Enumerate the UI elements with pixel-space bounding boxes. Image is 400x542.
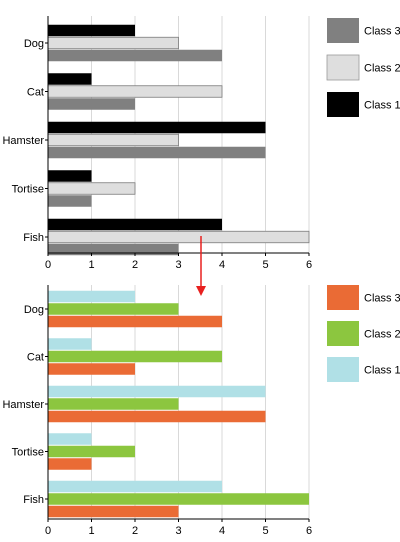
- legend-label-class-1: Class 1: [364, 100, 400, 112]
- category-label-hamster: Hamster: [2, 399, 44, 411]
- x-tick-label-1: 1: [88, 525, 94, 537]
- bar-hamster-class-1: [48, 121, 266, 134]
- legend-label-class-1: Class 1: [364, 365, 400, 377]
- bar-cat-class-3: [48, 98, 135, 110]
- category-label-cat: Cat: [27, 352, 44, 364]
- transition-arrow: [196, 236, 206, 296]
- bar-hamster-class-2: [48, 398, 179, 410]
- bar-cat-class-2: [48, 350, 222, 363]
- legend-swatch-class-3: [327, 18, 359, 43]
- legend-swatch-class-2: [326, 54, 360, 81]
- x-tick-label-6: 6: [306, 259, 312, 271]
- bar-cat-class-1: [48, 73, 92, 85]
- bar-fish-class-3: [48, 505, 179, 518]
- category-label-fish: Fish: [23, 232, 44, 244]
- bar-fish-class-1: [48, 218, 222, 231]
- x-tick-label-6: 6: [306, 525, 312, 537]
- bottom-legend: Class 3 Class 2 Class 1: [327, 285, 400, 382]
- bar-tortise-class-1: [48, 433, 92, 445]
- category-label-hamster: Hamster: [2, 135, 44, 147]
- x-tick-label-0: 0: [45, 259, 51, 271]
- x-tick-label-4: 4: [219, 525, 225, 537]
- x-tick-label-5: 5: [262, 525, 268, 537]
- x-tick-label-2: 2: [132, 525, 138, 537]
- bar-dog-class-1: [48, 24, 135, 37]
- bar-tortise-class-2: [47, 182, 136, 195]
- arrow-head: [196, 286, 206, 296]
- bar-tortise-class-3: [48, 195, 92, 207]
- x-tick-label-3: 3: [175, 259, 181, 271]
- bar-hamster-class-2: [47, 133, 179, 147]
- bar-dog-class-1: [48, 290, 135, 303]
- category-label-tortise: Tortise: [12, 184, 44, 196]
- x-tick-label-1: 1: [88, 259, 94, 271]
- x-tick-label-0: 0: [45, 525, 51, 537]
- category-label-dog: Dog: [24, 304, 44, 316]
- legend-swatch-class-1: [327, 357, 359, 382]
- bar-hamster-class-3: [48, 410, 266, 423]
- category-label-fish: Fish: [23, 494, 44, 506]
- x-tick-label-2: 2: [132, 259, 138, 271]
- legend-swatch-class-1: [327, 92, 359, 117]
- legend-label-class-3: Class 3: [364, 26, 400, 38]
- legend-swatch-class-2: [327, 321, 359, 346]
- category-label-cat: Cat: [27, 87, 44, 99]
- bar-cat-class-1: [48, 338, 92, 350]
- legend-label-class-2: Class 2: [364, 63, 400, 75]
- bar-fish-class-2: [48, 493, 309, 505]
- legend-label-class-3: Class 3: [364, 293, 400, 305]
- bar-tortise-class-2: [48, 445, 135, 458]
- bar-fish-class-3: [48, 243, 179, 256]
- legend-label-class-2: Class 2: [364, 329, 400, 341]
- x-tick-label-3: 3: [175, 525, 181, 537]
- bar-tortise-class-3: [48, 458, 92, 470]
- category-label-dog: Dog: [24, 38, 44, 50]
- top-legend: Class 3 Class 2 Class 1: [326, 18, 400, 117]
- bar-cat-class-3: [48, 363, 135, 375]
- bar-hamster-class-3: [48, 146, 266, 159]
- category-label-tortise: Tortise: [12, 447, 44, 459]
- bar-tortise-class-1: [48, 170, 92, 182]
- bar-dog-class-2: [48, 303, 179, 315]
- bar-dog-class-2: [47, 36, 179, 50]
- bar-hamster-class-1: [48, 385, 266, 398]
- bar-cat-class-2: [47, 85, 223, 98]
- bar-fish-class-2: [47, 230, 310, 244]
- x-tick-label-5: 5: [262, 259, 268, 271]
- bar-fish-class-1: [48, 480, 222, 493]
- bar-dog-class-3: [48, 49, 222, 62]
- bar-dog-class-3: [48, 315, 222, 328]
- legend-swatch-class-3: [327, 285, 359, 310]
- x-tick-label-4: 4: [219, 259, 225, 271]
